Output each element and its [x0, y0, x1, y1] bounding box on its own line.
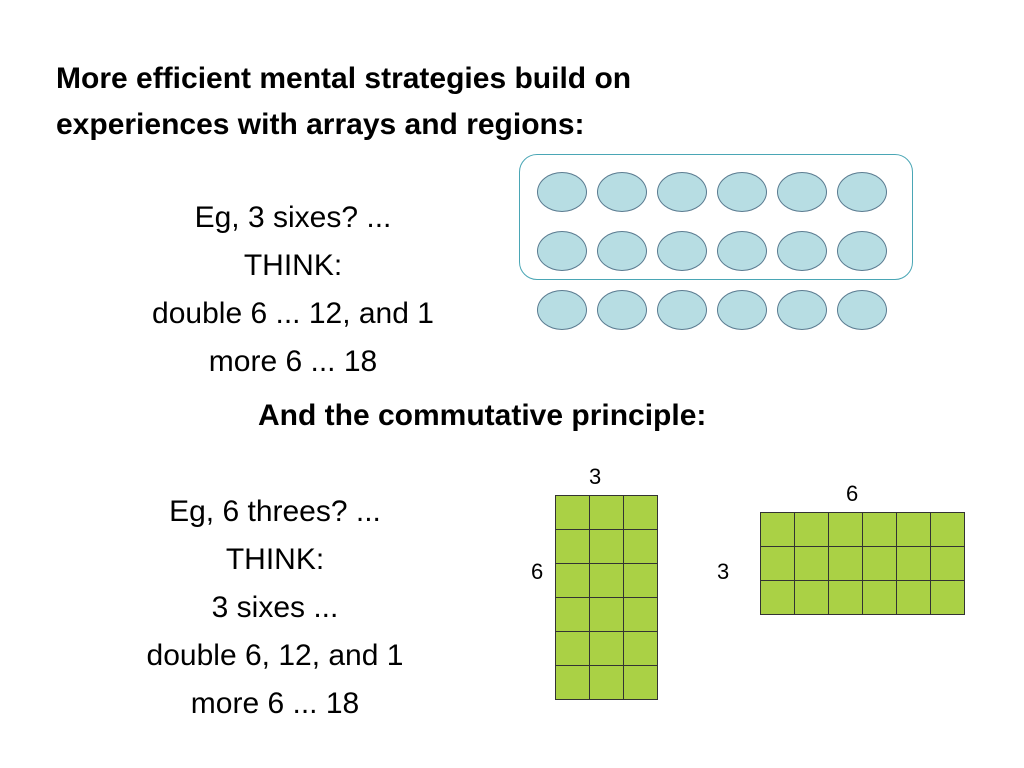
- example-line: double 6, 12, and 1: [146, 639, 404, 672]
- grid-cell: [862, 546, 897, 581]
- grid-cell: [555, 597, 590, 632]
- grid-cell: [589, 665, 624, 700]
- example-line: more 6 ... 18: [190, 687, 360, 720]
- grid-cell: [589, 631, 624, 666]
- counter: [537, 172, 587, 212]
- grid-cell: [760, 546, 795, 581]
- grid-cell: [930, 512, 965, 547]
- area-grid-3-by-6: [760, 512, 965, 615]
- counter: [837, 290, 887, 330]
- example-line: Eg, 6 threes? ...: [169, 495, 381, 528]
- tall-grid-top-label: 3: [589, 464, 602, 489]
- counter: [597, 172, 647, 212]
- grid-cell: [794, 580, 829, 615]
- grid-cell: [589, 495, 624, 530]
- grid-cell: [623, 665, 658, 700]
- example-3-sixes: Eg, 3 sixes? ... THINK: double 6 ... 12,…: [88, 194, 498, 386]
- grid-cell: [623, 495, 658, 530]
- tall-grid-side-label: 6: [531, 559, 544, 584]
- grid-cell: [555, 529, 590, 564]
- grid-cell: [555, 563, 590, 598]
- grid-cell: [794, 546, 829, 581]
- example-line: Eg, 3 sixes? ...: [194, 201, 392, 234]
- example-line: THINK:: [225, 543, 325, 576]
- grid-cell: [589, 563, 624, 598]
- example-line: 3 sixes ...: [211, 591, 339, 624]
- grid-cell: [623, 597, 658, 632]
- grid-cell: [555, 495, 590, 530]
- grid-cell: [555, 631, 590, 666]
- example-6-threes: Eg, 6 threes? ... THINK: 3 sixes ... dou…: [70, 488, 480, 728]
- grid-cell: [862, 512, 897, 547]
- example-line: THINK:: [243, 249, 343, 282]
- grid-cell: [828, 512, 863, 547]
- counter: [537, 231, 587, 271]
- counter: [777, 290, 827, 330]
- counter: [657, 231, 707, 271]
- grid-cell: [794, 512, 829, 547]
- grid-cell: [623, 563, 658, 598]
- counter: [597, 290, 647, 330]
- example-line: more 6 ... 18: [208, 345, 378, 378]
- counter: [657, 172, 707, 212]
- slide-title: More efficient mental strategies build o…: [56, 56, 876, 148]
- grid-cell: [760, 580, 795, 615]
- area-grid-6-by-3: [555, 495, 658, 700]
- counter: [717, 231, 767, 271]
- counter: [717, 172, 767, 212]
- example-line: double 6 ... 12, and 1: [152, 297, 434, 330]
- counter: [777, 172, 827, 212]
- grid-cell: [930, 580, 965, 615]
- grid-cell: [828, 580, 863, 615]
- grid-cell: [896, 546, 931, 581]
- title-line: experiences with arrays and regions:: [56, 108, 585, 141]
- counter: [537, 290, 587, 330]
- grid-cell: [555, 665, 590, 700]
- grid-cell: [862, 580, 897, 615]
- grid-cell: [589, 597, 624, 632]
- counter: [657, 290, 707, 330]
- grid-cell: [623, 529, 658, 564]
- counter: [777, 231, 827, 271]
- counter: [837, 231, 887, 271]
- wide-grid-top-label: 6: [846, 481, 859, 506]
- wide-grid-side-label: 3: [717, 559, 730, 584]
- commutative-heading: And the commutative principle:: [258, 399, 707, 432]
- grid-cell: [760, 512, 795, 547]
- grid-cell: [623, 631, 658, 666]
- grid-cell: [896, 580, 931, 615]
- circled-region: [519, 154, 913, 280]
- grid-cell: [896, 512, 931, 547]
- counter: [597, 231, 647, 271]
- counter: [717, 290, 767, 330]
- title-line: More efficient mental strategies build o…: [56, 62, 632, 95]
- grid-cell: [589, 529, 624, 564]
- grid-cell: [828, 546, 863, 581]
- grid-cell: [930, 546, 965, 581]
- counter: [837, 172, 887, 212]
